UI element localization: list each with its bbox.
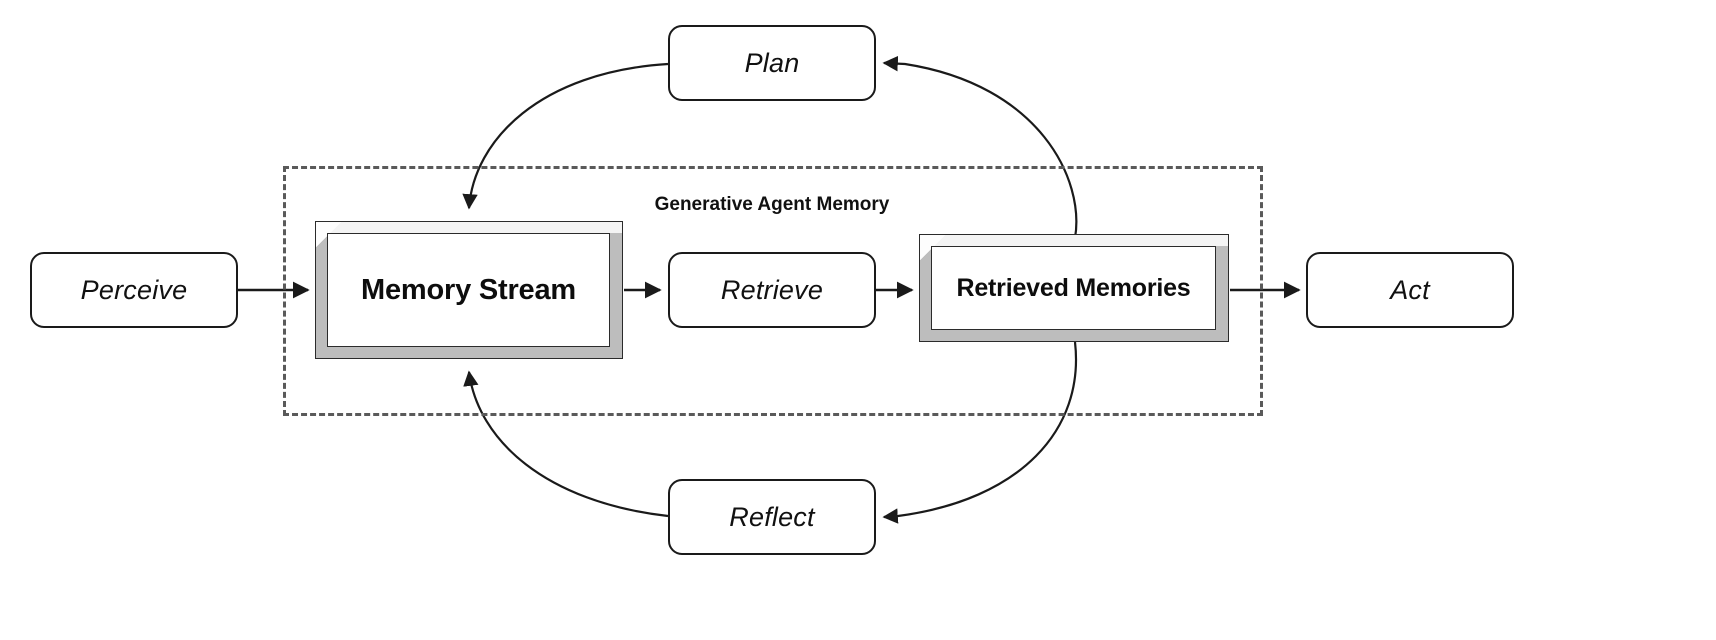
node-plan-label: Plan <box>744 47 800 78</box>
node-retrieved-memories-label: Retrieved Memories <box>956 273 1191 302</box>
node-perceive[interactable]: Perceive <box>30 252 238 328</box>
node-retrieved-memories[interactable]: Retrieved Memories <box>919 234 1229 342</box>
node-memory-stream[interactable]: Memory Stream <box>315 221 623 359</box>
node-memory-stream-inner: Memory Stream <box>327 233 610 347</box>
node-act[interactable]: Act <box>1306 252 1514 328</box>
node-plan[interactable]: Plan <box>668 25 876 101</box>
node-reflect[interactable]: Reflect <box>668 479 876 555</box>
node-retrieved-memories-inner: Retrieved Memories <box>931 246 1216 330</box>
node-memory-stream-label: Memory Stream <box>361 273 576 306</box>
node-perceive-label: Perceive <box>80 274 188 305</box>
node-retrieve-label: Retrieve <box>720 274 824 305</box>
generative-agent-memory-label: Generative Agent Memory <box>654 194 890 215</box>
node-retrieve[interactable]: Retrieve <box>668 252 876 328</box>
node-act-label: Act <box>1390 274 1430 305</box>
node-reflect-label: Reflect <box>729 501 815 532</box>
